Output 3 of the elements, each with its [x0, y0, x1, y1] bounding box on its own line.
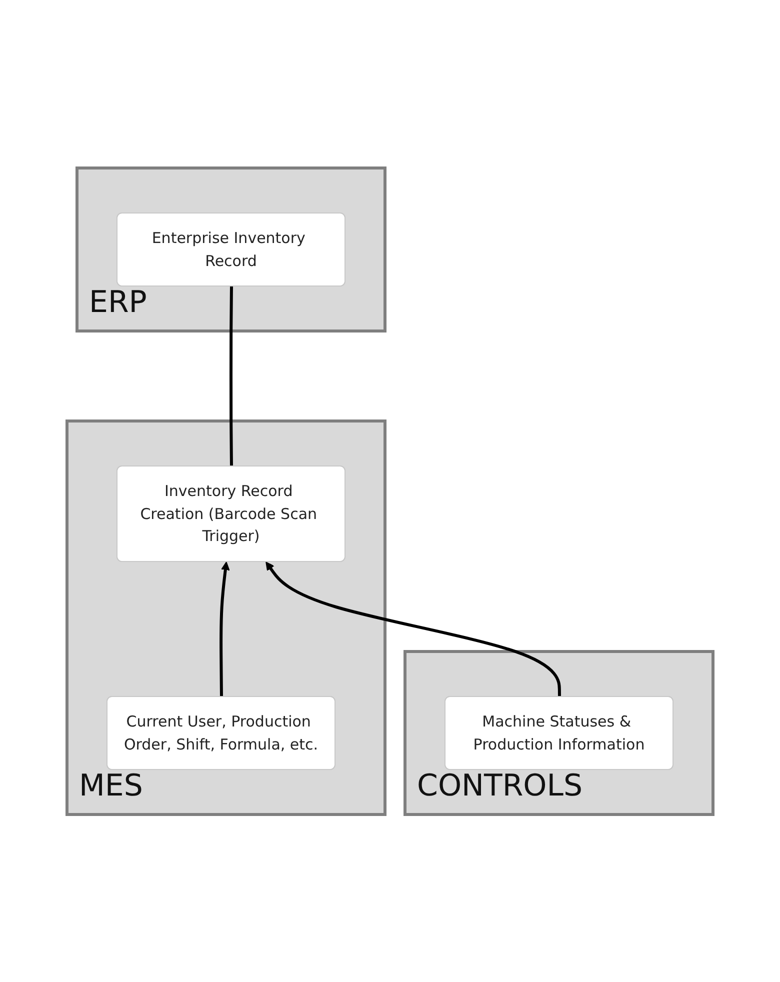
arrow: [266, 561, 561, 697]
arrow: [220, 561, 230, 697]
connector: [230, 286, 233, 466]
